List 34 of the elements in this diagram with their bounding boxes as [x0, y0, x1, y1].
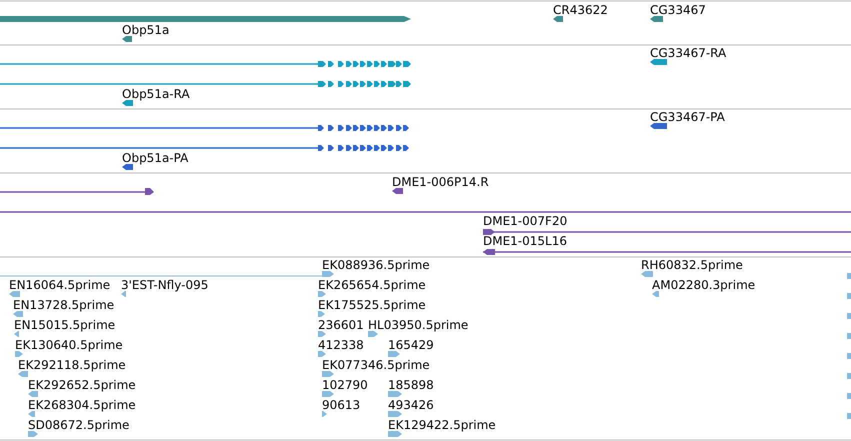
- feature-label: CG33467-PA: [650, 110, 725, 124]
- feature-label: EK268304.5prime: [28, 398, 136, 412]
- feature-label: EN13728.5prime: [13, 298, 114, 312]
- feature-label: 493426: [388, 398, 434, 412]
- feature-label: 236601: [318, 318, 364, 332]
- feature-label: EK265654.5prime: [318, 278, 426, 292]
- feature-label: EK077346.5prime: [322, 358, 430, 372]
- feature-label: 90613: [322, 398, 360, 412]
- feature-label: CR43622: [553, 3, 608, 17]
- feature-label: 412338: [318, 338, 364, 352]
- feature-label: EK129422.5prime: [388, 418, 496, 432]
- feature-label: RH60832.5prime: [641, 258, 743, 272]
- feature-label: DME1-007F20: [483, 214, 568, 228]
- feature-label: CG33467-RA: [650, 46, 726, 60]
- feature-label: 102790: [322, 378, 368, 392]
- feature-label: EK292652.5prime: [28, 378, 136, 392]
- feature-label: EK088936.5prime: [322, 258, 430, 272]
- feature-label: AM02280.3prime: [652, 278, 756, 292]
- feature-label: DME1-006P14.R: [392, 175, 489, 189]
- feature-label: 185898: [388, 378, 434, 392]
- feature-label: Obp51a-RA: [122, 87, 190, 101]
- feature-label: SD08672.5prime: [28, 418, 130, 432]
- feature-label: EN15015.5prime: [14, 318, 116, 332]
- feature-label: Obp51a: [122, 23, 170, 37]
- feature-label: EN16064.5prime: [9, 278, 110, 292]
- feature-label: 3'EST-Nfly-095: [121, 278, 208, 292]
- feature-label: CG33467: [650, 3, 706, 17]
- feature-label: EK175525.5prime: [318, 298, 426, 312]
- feature-label: Obp51a-PA: [122, 151, 188, 165]
- feature-label: EK130640.5prime: [15, 338, 123, 352]
- feature-label: HL03950.5prime: [368, 318, 468, 332]
- feature-label: EK292118.5prime: [18, 358, 126, 372]
- feature-label: 165429: [388, 338, 434, 352]
- feature-label: DME1-015L16: [483, 234, 567, 248]
